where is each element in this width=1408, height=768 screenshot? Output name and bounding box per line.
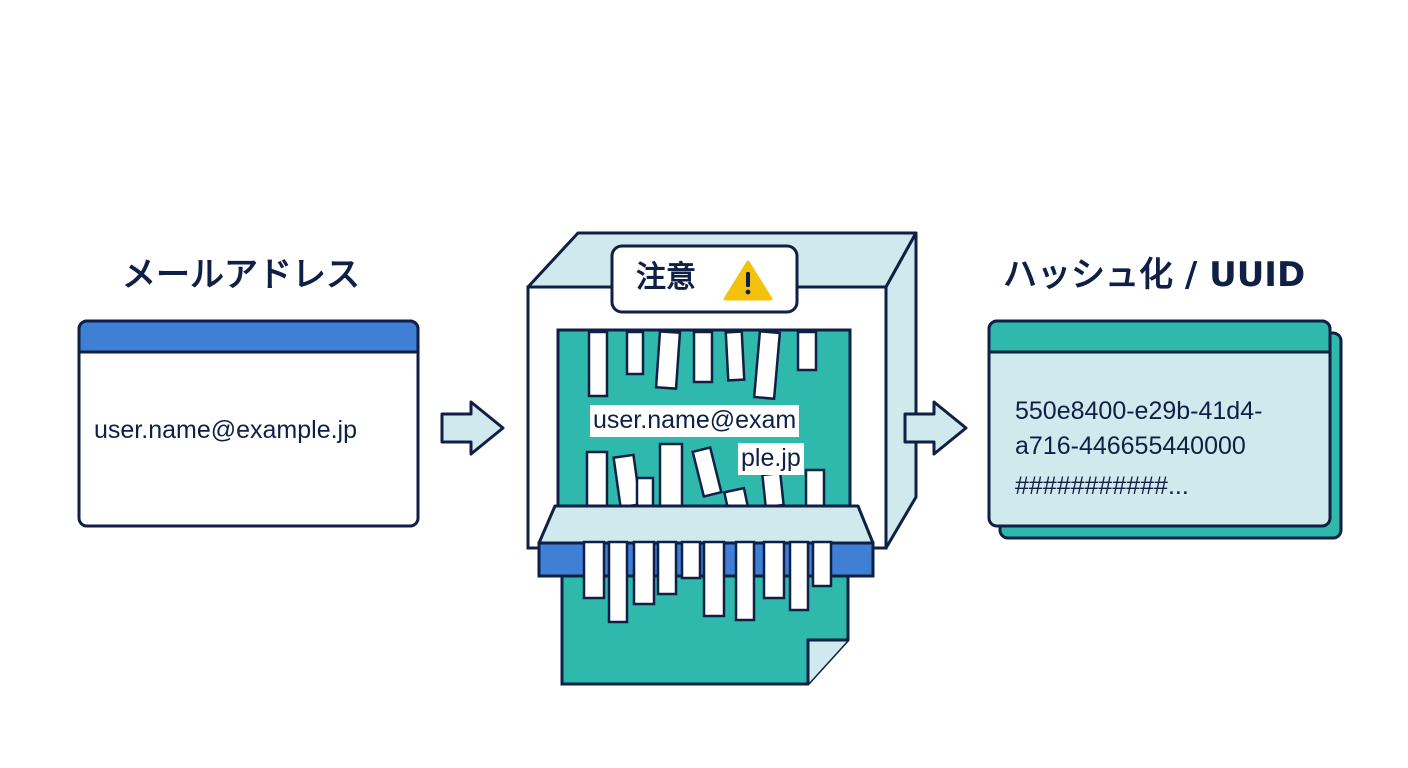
email-heading: メールアドレス [122, 255, 360, 295]
uuid-line-2: a716-446655440000 [1015, 432, 1246, 460]
hash-line: ###########... [1015, 472, 1189, 500]
shredded-text-line-1: user.name@exam [590, 405, 800, 437]
email-card [77, 319, 420, 528]
uuid-line-1: 550e8400-e29b-41d4- [1015, 397, 1263, 425]
arrow-right-icon [903, 400, 968, 456]
hash-card [987, 319, 1343, 540]
hash-heading: ハッシュ化 / UUID [1003, 255, 1306, 295]
notice-label: 注意 [636, 260, 696, 295]
shredded-text-line-2: ple.jp [738, 443, 804, 475]
warning-icon [723, 260, 773, 301]
arrow-right-icon [440, 400, 505, 456]
shredder [526, 231, 918, 686]
email-value: user.name@example.jp [94, 416, 358, 444]
